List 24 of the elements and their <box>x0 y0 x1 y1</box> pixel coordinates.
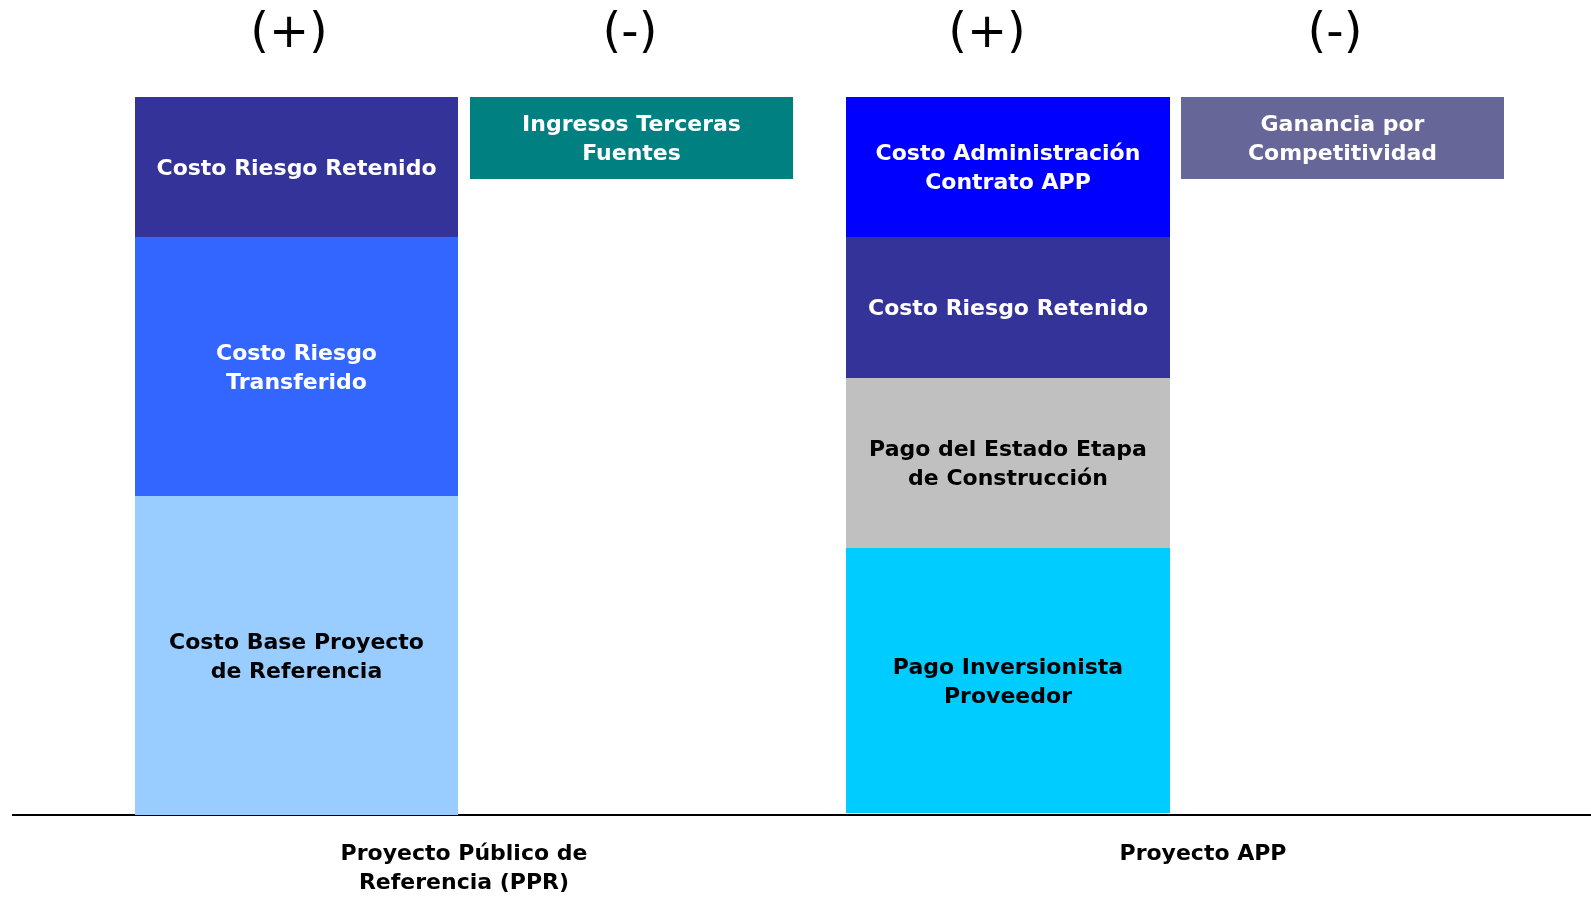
sign-label: (+) <box>948 2 1026 58</box>
cost-block <box>846 378 1170 548</box>
cost-block <box>846 237 1170 378</box>
block-label: Costo Riesgo Transferido <box>215 338 378 396</box>
sign-label: (+) <box>250 2 328 58</box>
block-label: Pago del Estado Etapa de Construcción <box>868 435 1148 492</box>
cost-block <box>846 548 1170 813</box>
block-label: Pago Inversionista Proveedor <box>891 652 1125 710</box>
sign-label: (-) <box>602 2 658 58</box>
cost-block <box>470 97 793 179</box>
column-label: Proyecto Público de Referencia (PPR) <box>339 839 589 896</box>
cost-block <box>135 237 458 496</box>
block-label: Ganancia por Competitividad <box>1246 110 1439 167</box>
block-label: Costo Base Proyecto de Referencia <box>168 627 425 685</box>
block-label: Costo Riesgo Retenido <box>156 153 437 182</box>
cost-block <box>135 97 458 237</box>
column-label: Proyecto APP <box>1118 839 1288 867</box>
sign-label: (-) <box>1307 2 1363 58</box>
block-label: Ingresos Terceras Fuentes <box>521 110 742 167</box>
block-label: Costo Administración Contrato APP <box>874 139 1142 196</box>
cost-block <box>135 496 458 815</box>
cost-block <box>846 97 1170 237</box>
block-label: Costo Riesgo Retenido <box>868 294 1148 322</box>
cost-block <box>1181 97 1504 179</box>
